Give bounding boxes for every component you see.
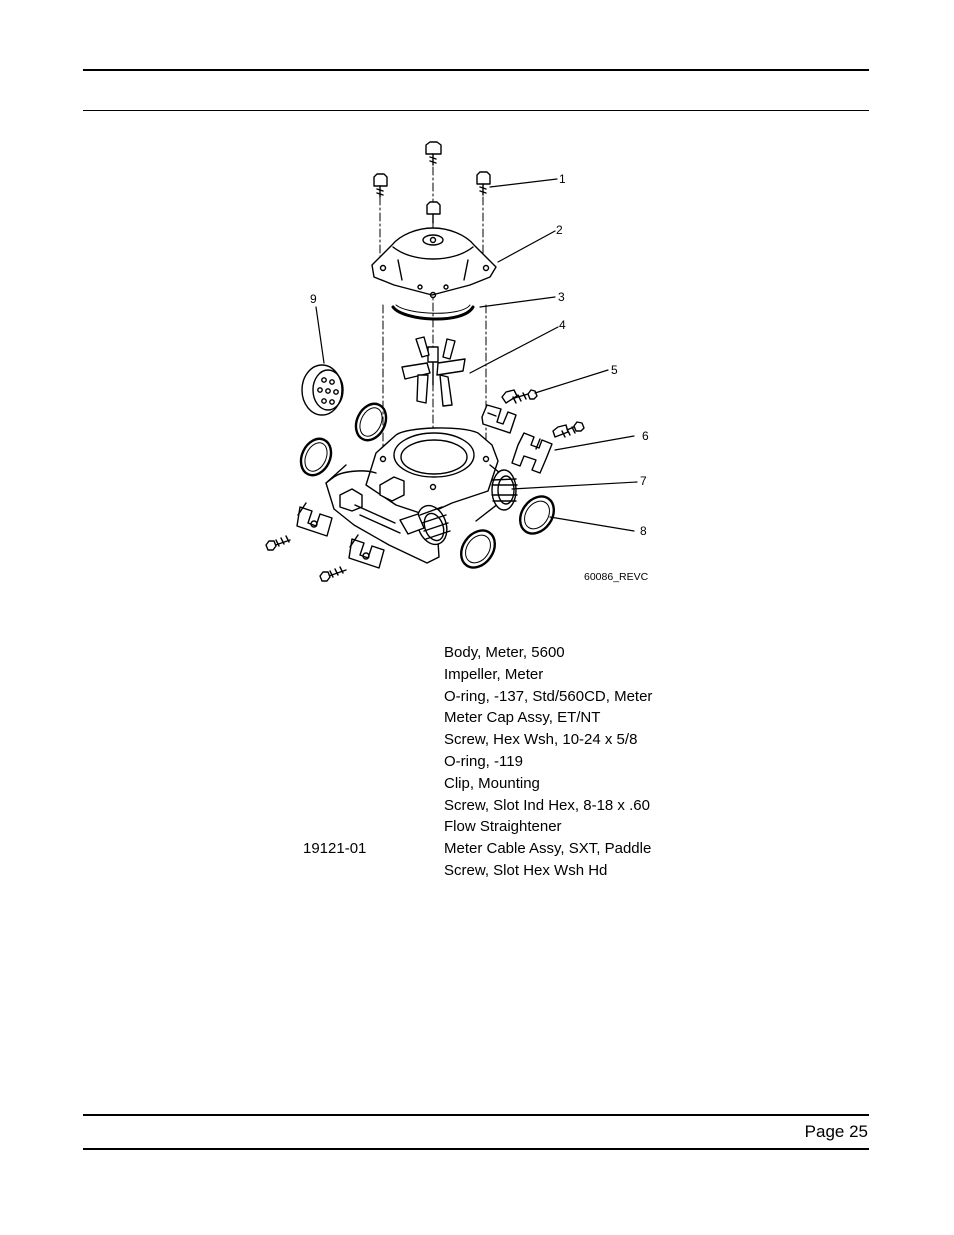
part-row: Meter Cap Assy, ET/NT xyxy=(303,707,723,729)
clip-screw-lower-left xyxy=(319,566,347,582)
callout-4: 4 xyxy=(559,318,566,332)
meter-exploded-diagram: 1 2 3 4 5 6 7 8 9 60086_REVC xyxy=(250,135,670,590)
part-description: O-ring, -119 xyxy=(444,752,523,770)
part-row: Clip, Mounting xyxy=(303,773,723,795)
figure-id: 60086_REVC xyxy=(584,571,649,583)
cap-screw-top xyxy=(425,141,442,166)
callout-3: 3 xyxy=(558,290,565,304)
callout-2: 2 xyxy=(556,223,563,237)
callout-6: 6 xyxy=(642,429,649,443)
part-row: Screw, Slot Hex Wsh Hd xyxy=(303,860,723,882)
part-row: O-ring, -119 xyxy=(303,751,723,773)
part-number: 19121-01 xyxy=(303,840,367,858)
clip-screw-right xyxy=(552,421,585,438)
outlet-oring-lower xyxy=(459,529,497,569)
flow-straightener xyxy=(301,364,344,416)
part-row: Body, Meter, 5600 xyxy=(303,642,723,664)
part-row: Flow Straightener xyxy=(303,816,723,838)
cap-screw-left xyxy=(373,173,388,198)
part-description: Flow Straightener xyxy=(444,818,562,836)
clip-screw-left xyxy=(265,535,291,551)
meter-cap xyxy=(371,227,497,299)
part-description: O-ring, -137, Std/560CD, Meter xyxy=(444,687,653,705)
outlet-oring-right xyxy=(518,495,556,535)
mounting-clip-lower-left xyxy=(348,534,385,569)
callout-7: 7 xyxy=(640,474,647,488)
cap-oring xyxy=(391,305,475,321)
cap-screw-center xyxy=(426,201,441,224)
part-row: Screw, Hex Wsh, 10-24 x 5/8 xyxy=(303,729,723,751)
callout-9: 9 xyxy=(310,292,317,306)
meter-body xyxy=(325,427,518,564)
mounting-clip-left xyxy=(296,502,333,537)
part-row: Screw, Slot Ind Hex, 8-18 x .60 xyxy=(303,795,723,817)
callout-5: 5 xyxy=(611,363,618,377)
cap-screw-right xyxy=(476,171,491,196)
clip-screw-right-upper xyxy=(501,389,538,404)
part-description: Meter Cap Assy, ET/NT xyxy=(444,709,601,727)
leader-lines xyxy=(315,178,638,532)
part-description: Screw, Slot Hex Wsh Hd xyxy=(444,861,608,879)
callout-labels: 1 2 3 4 5 6 7 8 9 60086_REVC xyxy=(310,172,649,583)
mounting-clip-right xyxy=(511,432,553,474)
inlet-oring-lower xyxy=(299,437,333,477)
callout-8: 8 xyxy=(640,524,647,538)
part-description: Impeller, Meter xyxy=(444,665,544,683)
header-rule-bottom xyxy=(83,110,869,111)
part-description: Screw, Slot Ind Hex, 8-18 x .60 xyxy=(444,796,650,814)
inlet-oring-upper xyxy=(354,402,388,442)
page-number: Page 25 xyxy=(804,1122,868,1141)
part-description: Body, Meter, 5600 xyxy=(444,644,565,661)
part-description: Screw, Hex Wsh, 10-24 x 5/8 xyxy=(444,731,638,749)
footer-rule-bottom xyxy=(83,1148,869,1150)
part-row: Impeller, Meter xyxy=(303,664,723,686)
callout-1: 1 xyxy=(559,172,566,186)
mounting-clip-upper-right xyxy=(481,404,517,434)
part-row: 19121-01 Meter Cable Assy, SXT, Paddle xyxy=(303,838,723,860)
part-row: O-ring, -137, Std/560CD, Meter xyxy=(303,686,723,708)
header-rule-top xyxy=(83,69,869,71)
footer-rule-top xyxy=(83,1114,869,1116)
impeller xyxy=(401,336,466,407)
part-description: Meter Cable Assy, SXT, Paddle xyxy=(444,840,652,858)
part-description: Clip, Mounting xyxy=(444,774,540,792)
